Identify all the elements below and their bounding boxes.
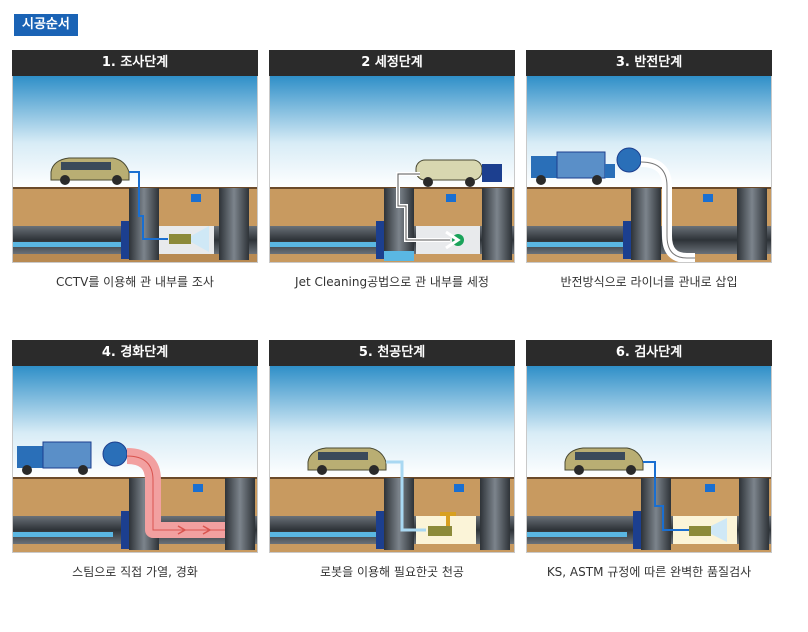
step-title: 4. 경화단계 xyxy=(12,340,258,366)
step-card-2: 2 세정단계 Jet Cleaning공법으로 관 내부를 세정 xyxy=(269,50,515,297)
section-title: 시공순서 xyxy=(14,14,78,36)
step-illustration xyxy=(526,366,772,553)
step-illustration xyxy=(12,76,258,263)
step-card-1: 1. 조사단계 xyxy=(12,50,258,297)
step-title: 1. 조사단계 xyxy=(12,50,258,76)
step-card-5: 5. 천공단계 로봇을 이용해 필요한곳 천공 xyxy=(269,340,515,587)
step-caption: 로봇을 이용해 필요한곳 천공 xyxy=(320,565,464,579)
step-title: 5. 천공단계 xyxy=(269,340,515,366)
step-card-6: 6. 검사단계 KS, ASTM 규정에 따른 완벽한 품질검사 xyxy=(526,340,772,587)
step-caption: KS, ASTM 규정에 따른 완벽한 품질검사 xyxy=(546,565,752,579)
step-caption: 스팀으로 직접 가열, 경화 xyxy=(72,565,198,579)
step-illustration xyxy=(269,76,515,263)
step-title: 3. 반전단계 xyxy=(526,50,772,76)
step-title: 2 세정단계 xyxy=(269,50,515,76)
step-card-3: 3. 반전단계 반전방식으로 라이너를 관내로 삽입 xyxy=(526,50,772,297)
step-illustration xyxy=(526,76,772,263)
step-caption: Jet Cleaning공법으로 관 내부를 세정 xyxy=(295,275,489,289)
step-card-4: 4. 경화단계 스팀으로 직접 가열, 경화 xyxy=(12,340,258,587)
step-caption: CCTV를 이용해 관 내부를 조사 xyxy=(56,275,214,289)
step-caption: 반전방식으로 라이너를 관내로 삽입 xyxy=(560,275,738,289)
step-illustration xyxy=(12,366,258,553)
step-title: 6. 검사단계 xyxy=(526,340,772,366)
step-illustration xyxy=(269,366,515,553)
